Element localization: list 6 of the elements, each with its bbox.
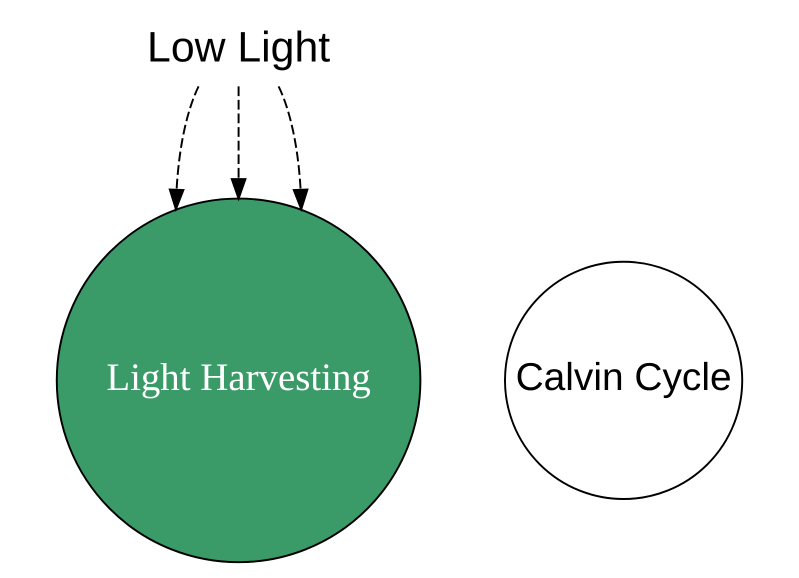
- arrow: [278, 86, 309, 212]
- arrow: [168, 86, 200, 212]
- arrow: [230, 86, 247, 202]
- node-circle: Calvin Cycle: [504, 260, 744, 500]
- node-circle: Light Harvesting: [56, 198, 422, 564]
- node-text: Low Light: [147, 24, 330, 72]
